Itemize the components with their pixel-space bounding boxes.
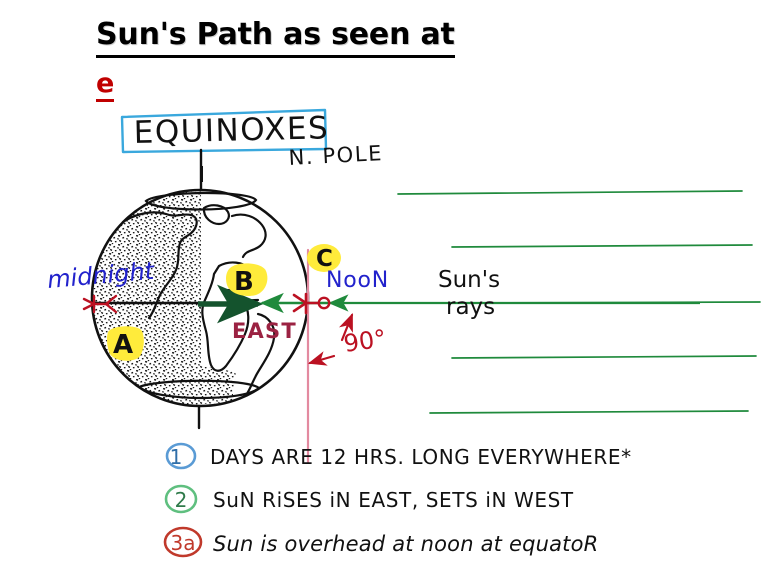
handdrawn-diagram: EQUINOXES N. POLE midnight A B C NooN EA… — [0, 90, 768, 576]
observer-mark-c — [292, 292, 331, 315]
point-c-label: C — [316, 246, 333, 272]
page-title-second-line: e — [96, 69, 115, 102]
right-angle-marks — [307, 312, 354, 366]
note-text-2: SuN RiSES iN EAST, SETS iN WEST — [213, 488, 574, 512]
point-a-label: A — [113, 330, 133, 360]
sun-rays-label-line2: rays — [446, 294, 495, 320]
note-number-1: 1 — [170, 445, 183, 469]
highlight-c — [307, 244, 341, 272]
note-circle-2 — [164, 484, 198, 514]
equinoxes-box — [120, 108, 328, 154]
page-title: Sun's Path as seen at — [96, 17, 455, 58]
sun-rays-label-line1: Sun's — [438, 267, 500, 293]
observer-mark-a — [82, 294, 118, 314]
note-text-1: DAYS ARE 12 HRS. LONG EVERYWHERE* — [210, 445, 632, 469]
right-angle-label: 90° — [342, 324, 388, 358]
note-number-3: 3a — [171, 531, 196, 555]
note-number-2: 2 — [175, 488, 188, 512]
note-circle-1 — [165, 442, 197, 470]
title-block: Sun's Path as seen at e — [96, 17, 696, 102]
north-pole-label: N. POLE — [288, 141, 384, 170]
equinoxes-label: EQUINOXES — [133, 110, 329, 151]
earth-globe — [90, 188, 310, 408]
highlight-b — [226, 263, 268, 296]
noon-label: NooN — [326, 268, 389, 293]
highlight-a — [106, 326, 144, 361]
note-text-3: Sun is overhead at noon at equatoR — [213, 532, 598, 556]
point-b-label: B — [234, 267, 254, 297]
east-label: EAST — [232, 319, 297, 343]
note-circle-3 — [163, 526, 203, 558]
